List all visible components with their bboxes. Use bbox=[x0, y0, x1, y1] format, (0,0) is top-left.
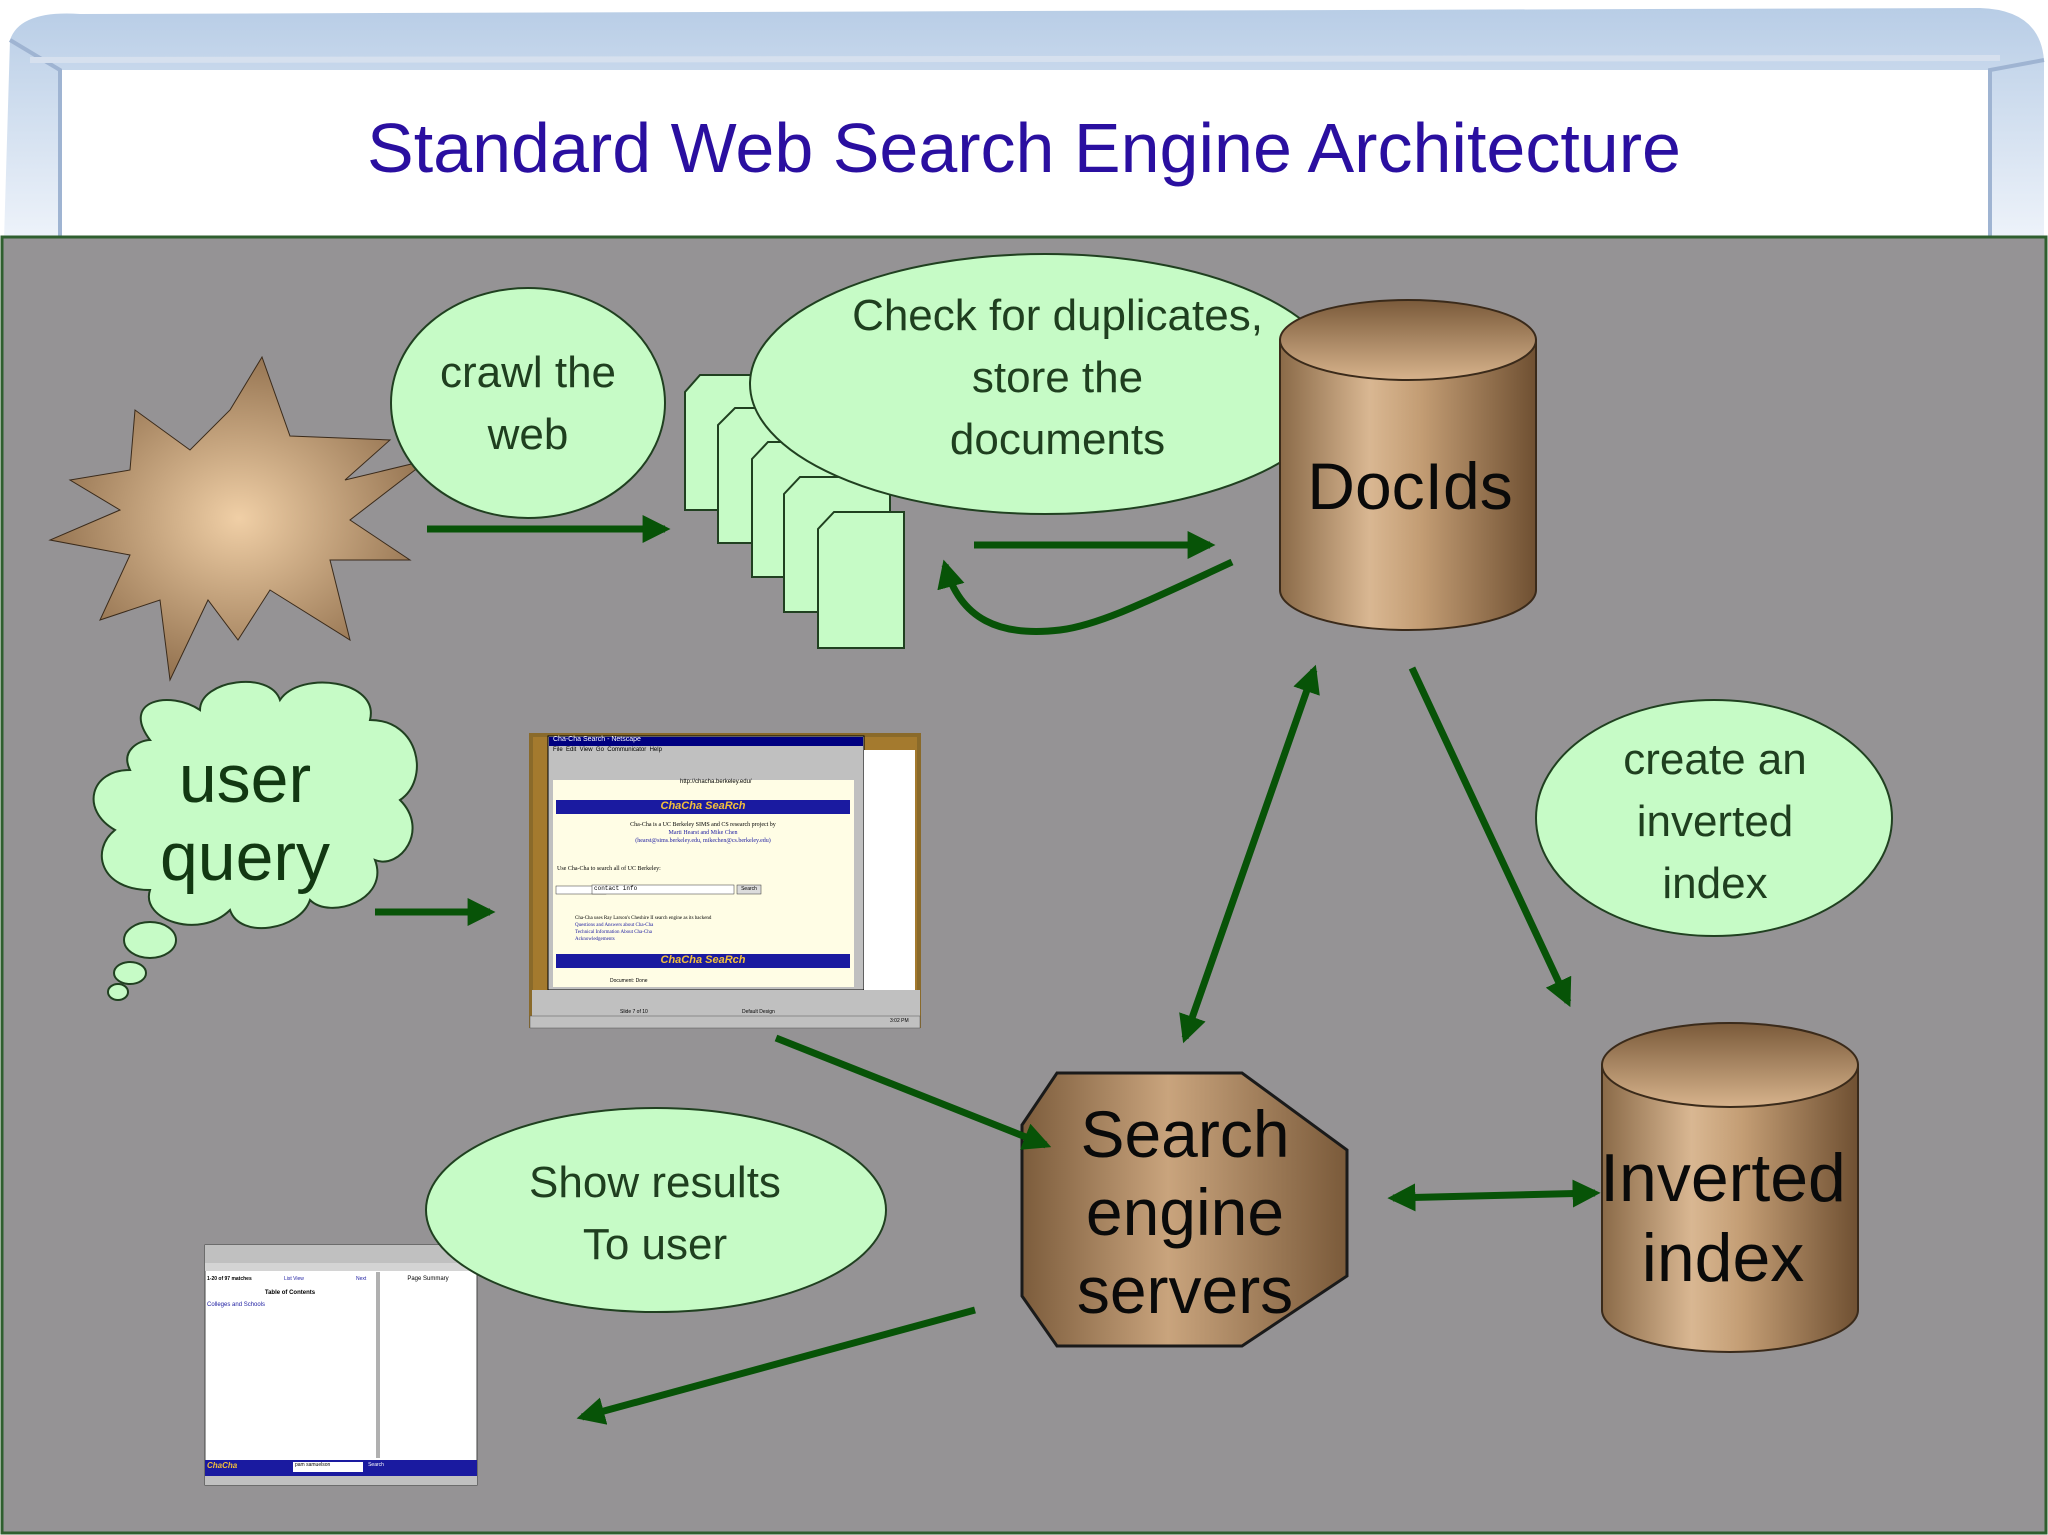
search-page-screenshot bbox=[529, 733, 921, 1029]
index-line-1: create an bbox=[1623, 735, 1807, 784]
document-stack bbox=[684, 374, 905, 649]
sp-design: Default Design bbox=[742, 1009, 775, 1015]
show-results-bubble bbox=[425, 1107, 887, 1313]
arrow-servers-index bbox=[1387, 1179, 1601, 1212]
inverted-line-1: Inverted bbox=[1600, 1140, 1846, 1216]
crawl-bubble bbox=[390, 287, 666, 519]
header-frame bbox=[0, 0, 2048, 240]
query-line-2: query bbox=[159, 819, 331, 895]
sp-use-line: Use Cha-Cha to search all of UC Berkeley… bbox=[557, 866, 661, 872]
sp-clock: 3:02 PM bbox=[890, 1018, 909, 1024]
rp-banner: ChaCha bbox=[207, 1461, 238, 1470]
check-line-3: documents bbox=[949, 415, 1166, 464]
index-line-2: inverted bbox=[1636, 797, 1794, 846]
servers-line-2: engine bbox=[1085, 1175, 1285, 1249]
docids-label: DocIds bbox=[1307, 449, 1513, 523]
rp-next: Next bbox=[356, 1276, 367, 1282]
crawl-line-1: crawl the bbox=[439, 348, 617, 397]
rp-section: Colleges and Schools bbox=[207, 1302, 266, 1308]
sp-slide-status: Slide 7 of 10 bbox=[620, 1009, 648, 1015]
inverted-index-label: Inverted index bbox=[1590, 1138, 1856, 1298]
sp-authors: Marti Hearst and Mike Chen bbox=[668, 830, 738, 836]
arrow-servers-to-results bbox=[576, 1306, 976, 1425]
create-index-bubble bbox=[1535, 699, 1893, 937]
user-query-cloud bbox=[92, 680, 418, 1001]
sp-footer-banner: ChaCha SeaRch bbox=[660, 954, 746, 966]
check-bubble-text: Check for duplicates, store the document… bbox=[800, 285, 1315, 471]
check-line-2: store the bbox=[971, 353, 1144, 402]
sp-emails: (hearst@sims.berkeley.edu, mikechen@cs.b… bbox=[635, 838, 771, 844]
page-title: Standard Web Search Engine Architecture bbox=[367, 109, 1681, 187]
sp-link-4: Acknowledgements bbox=[575, 937, 615, 942]
sp-search-button: Search bbox=[741, 886, 757, 892]
inverted-index-cylinder bbox=[1601, 1022, 1859, 1353]
rp-query-input: pam samuelson bbox=[295, 1462, 331, 1468]
arrow-docids-to-index bbox=[1408, 666, 1572, 1008]
create-index-bubble-text: create an inverted index bbox=[1545, 729, 1885, 915]
index-line-3: index bbox=[1662, 859, 1768, 908]
sp-link-3: Technical Information About Cha-Cha bbox=[575, 930, 652, 935]
search-servers-octagon bbox=[1020, 1071, 1349, 1348]
servers-line-3: servers bbox=[1076, 1253, 1294, 1327]
sp-link-1: Cha-Cha uses Ray Larson's Cheshire II se… bbox=[575, 916, 712, 921]
servers-line-1: Search bbox=[1080, 1097, 1290, 1171]
check-line-1: Check for duplicates, bbox=[852, 291, 1263, 340]
show-line-1: Show results bbox=[529, 1158, 781, 1207]
crawl-bubble-text: crawl the web bbox=[398, 342, 658, 466]
sp-status: Document: Done bbox=[610, 978, 648, 984]
user-query-text: user query bbox=[110, 740, 380, 896]
sp-links: Cha-Cha uses Ray Larson's Cheshire II se… bbox=[575, 915, 845, 943]
sp-banner: ChaCha SeaRch bbox=[660, 800, 746, 812]
query-line-1: user bbox=[178, 741, 312, 817]
docids-cylinder bbox=[1279, 299, 1537, 631]
rp-search-button: Search bbox=[368, 1462, 384, 1468]
show-results-bubble-text: Show results To user bbox=[470, 1152, 840, 1276]
show-line-2: To user bbox=[582, 1220, 728, 1269]
rp-matches: 1-20 of 97 matches bbox=[207, 1276, 252, 1282]
sp-intro: Cha-Cha is a UC Berkeley SIMS and CS res… bbox=[630, 822, 776, 828]
arrow-page-to-servers bbox=[774, 1034, 1052, 1150]
sp-link-2: Questions and Answers about Cha-Cha bbox=[575, 923, 654, 928]
sp-window-title: Cha-Cha Search - Netscape bbox=[553, 736, 641, 743]
web-starburst bbox=[48, 355, 429, 682]
rp-toc: Table of Contents bbox=[264, 1290, 316, 1296]
sp-query-input: contact info bbox=[594, 885, 638, 892]
rp-list-view: List View bbox=[284, 1276, 304, 1282]
flow-arrows bbox=[375, 515, 1601, 1425]
results-page-screenshot bbox=[204, 1244, 478, 1486]
crawl-line-2: web bbox=[487, 410, 569, 459]
search-servers-label: Search engine servers bbox=[1032, 1095, 1338, 1329]
rp-page-summary: Page Summary bbox=[407, 1276, 449, 1282]
sp-location: http://chacha.berkeley.edu/ bbox=[680, 779, 752, 785]
inverted-line-2: index bbox=[1641, 1220, 1805, 1296]
arrow-docids-servers bbox=[1179, 664, 1320, 1044]
arrow-recheck-curve bbox=[937, 558, 1234, 635]
sp-menu: File Edit View Go Communicator Help bbox=[553, 747, 662, 753]
